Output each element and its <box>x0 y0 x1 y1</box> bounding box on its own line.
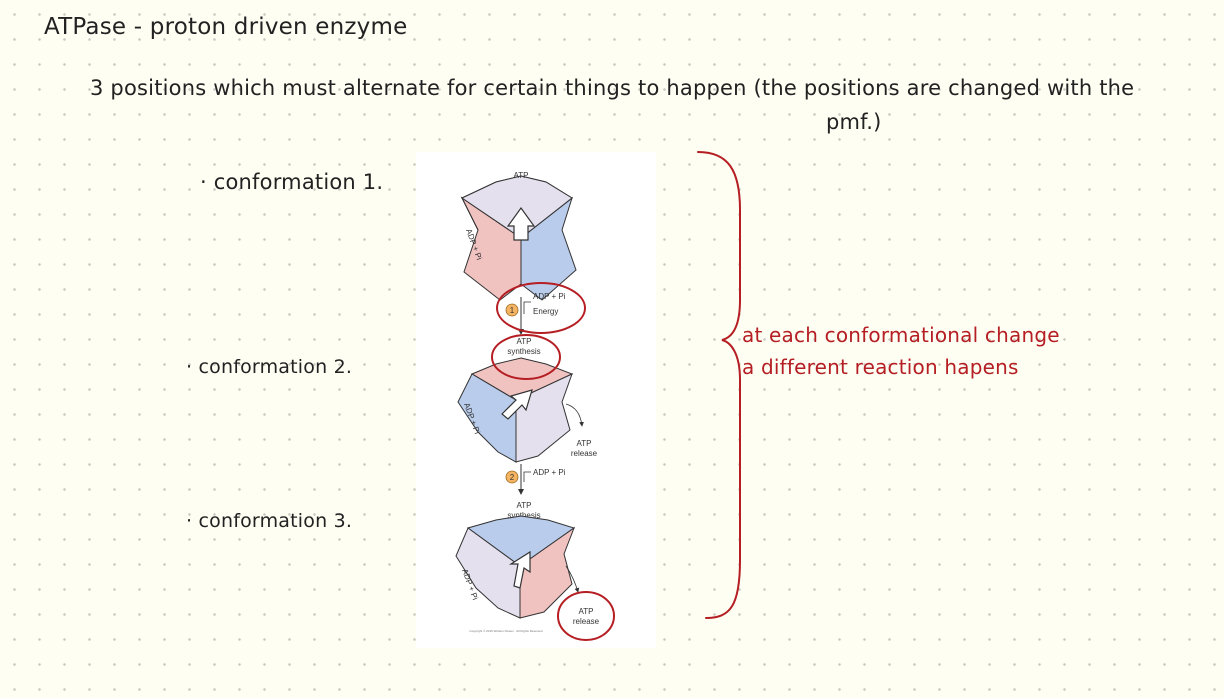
circle-atp-synthesis-annotation <box>492 335 560 379</box>
curly-bracket <box>698 152 740 618</box>
circle-atp-release-annotation <box>558 592 614 640</box>
circle-energy-annotation <box>497 283 585 333</box>
